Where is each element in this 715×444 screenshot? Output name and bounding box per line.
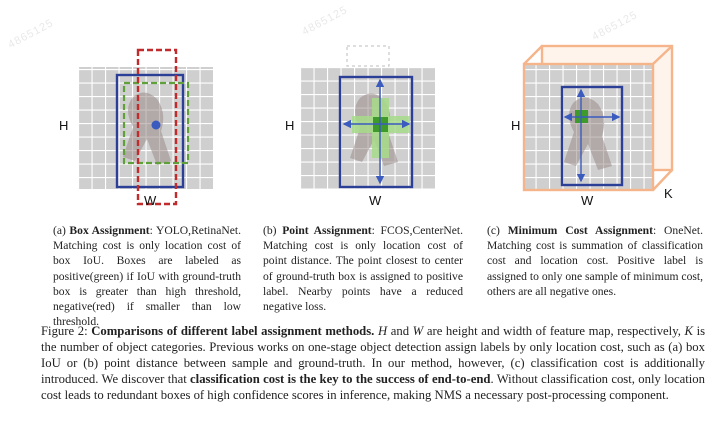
subcaption-prefix: (c) — [487, 224, 508, 237]
subcaption-a: (a) Box Assignment: YOLO,RetinaNet. Matc… — [53, 223, 241, 329]
subcaption-text: : OneNet. Matching cost is summation of … — [487, 224, 703, 298]
categories-label: K — [664, 186, 673, 201]
subcaption-title: Box Assignment — [69, 224, 150, 237]
caption-symbol-w: W — [412, 324, 424, 338]
panel-box-assignment — [78, 15, 218, 206]
panel-minimum-cost-assignment — [522, 42, 682, 207]
height-label: H — [59, 118, 69, 133]
subcaption-title: Minimum Cost Assignment — [507, 224, 653, 237]
subcaption-prefix: (b) — [263, 224, 283, 237]
negative-box — [136, 48, 178, 206]
caption-text: is the number of object categories. Prev… — [41, 324, 706, 387]
subcaption-title: Point Assignment — [282, 224, 372, 237]
ground-truth-box — [560, 85, 624, 187]
caption-text: and — [387, 324, 413, 338]
ground-truth-center-dot — [151, 120, 161, 130]
caption-symbol-h: H — [377, 324, 388, 338]
width-label: W — [581, 193, 594, 208]
caption-symbol-k: K — [684, 324, 693, 338]
caption-key-finding: classification cost is the key to the su… — [190, 372, 491, 387]
watermark: 4865125 — [6, 17, 56, 51]
caption-text: are height and width of feature map, res… — [423, 324, 685, 338]
figure-caption: Figure 2: Comparisons of different label… — [41, 323, 705, 403]
figure-label: Figure 2: — [41, 324, 92, 338]
width-label: W — [369, 193, 382, 208]
ground-truth-box — [115, 73, 185, 189]
subcaption-prefix: (a) — [53, 224, 70, 237]
panel-point-assignment — [300, 40, 440, 200]
minimum-cost-diagram — [522, 44, 674, 192]
subcaption-b: (b) Point Assignment: FCOS,CenterNet. Ma… — [263, 223, 463, 314]
watermark: 4865125 — [300, 4, 350, 38]
cuboid-front-face — [522, 62, 655, 192]
cuboid-edge — [652, 169, 673, 191]
caption-title: Comparisons of different label assignmen… — [91, 324, 375, 338]
cuboid-edge — [652, 45, 673, 65]
caption-text: . Without classification cost, only loca… — [41, 372, 705, 403]
positive-box — [122, 81, 190, 165]
width-label: W — [144, 193, 157, 208]
box-assignment-diagram — [78, 48, 213, 206]
subcaption-text: : YOLO,RetinaNet. Matching cost is only … — [53, 224, 241, 329]
subcaption-c: (c) Minimum Cost Assignment: OneNet. Mat… — [487, 223, 703, 299]
object-silhouette — [123, 92, 171, 165]
height-label: H — [511, 118, 521, 133]
subcaption-text: : FCOS,CenterNet. Matching cost is only … — [263, 224, 464, 314]
watermark: 4865125 — [590, 9, 640, 43]
cuboid-edge — [523, 45, 543, 65]
height-label: H — [285, 118, 295, 133]
top-dashed-box — [346, 45, 390, 67]
ground-truth-box — [338, 75, 414, 189]
point-assignment-diagram — [300, 45, 435, 189]
